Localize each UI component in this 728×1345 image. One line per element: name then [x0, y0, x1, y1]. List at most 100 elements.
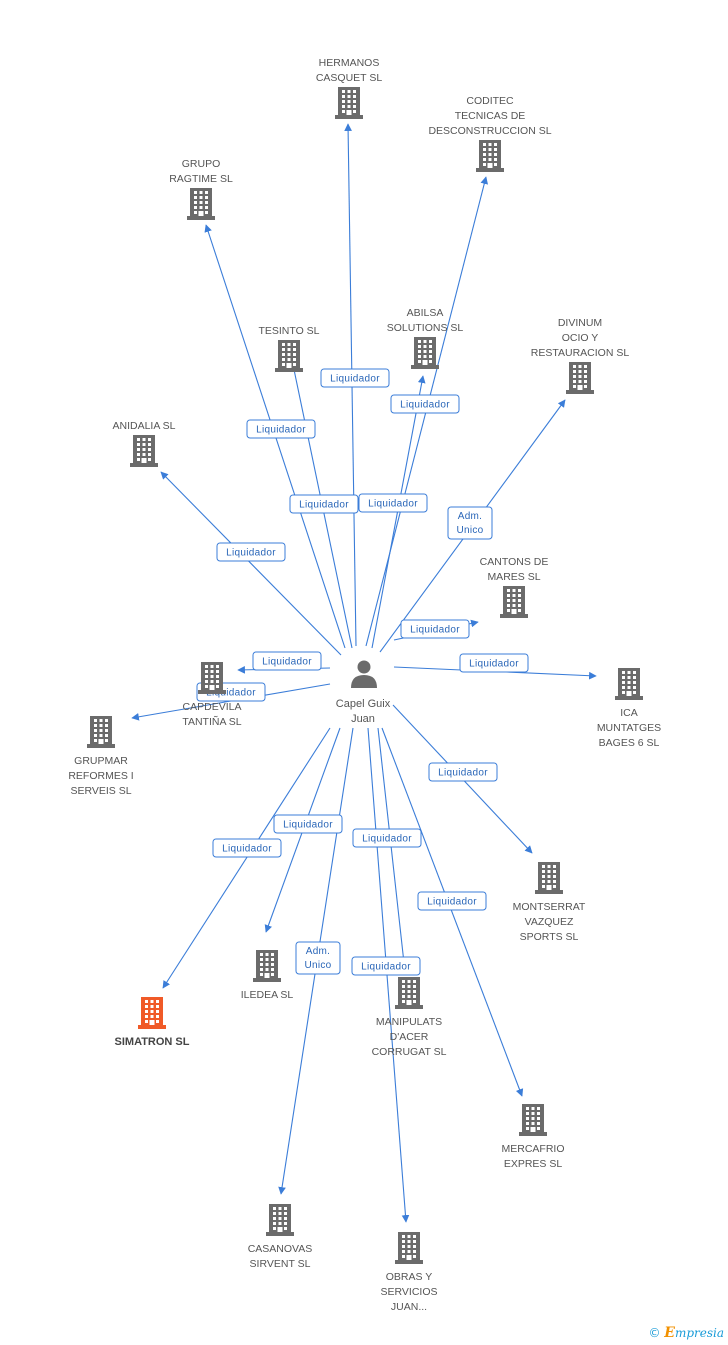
company-name-line: CAPDEVILA — [183, 701, 242, 713]
building-icon — [519, 1104, 547, 1136]
company-name-line: TESINTO SL — [258, 325, 319, 337]
role-tag-box — [390, 394, 460, 414]
role-tag-label: Liquidador — [299, 500, 349, 511]
role-tag-box — [352, 828, 422, 848]
role-tag[interactable]: Liquidador — [320, 368, 390, 388]
company-node-simatron[interactable]: SIMATRON SL — [115, 997, 190, 1048]
role-tag-box — [447, 506, 493, 540]
company-node-tesinto[interactable]: TESINTO SL — [258, 325, 320, 372]
role-tag[interactable]: Adm. Unico — [295, 941, 341, 975]
role-tag-label: Liquidador — [330, 374, 380, 385]
role-tag[interactable]: Liquidador — [352, 828, 422, 848]
role-tag[interactable]: Liquidador — [400, 619, 470, 639]
company-name-line: RESTAURACION SL — [531, 347, 630, 359]
role-tag-box — [273, 814, 343, 834]
role-tag[interactable]: Liquidador — [390, 394, 460, 414]
building-icon — [535, 862, 563, 894]
role-tag-label: Liquidador — [283, 820, 333, 831]
role-tag[interactable]: Liquidador — [358, 493, 428, 513]
role-tag-box — [428, 762, 498, 782]
person-node[interactable]: Capel Guix Juan — [336, 660, 391, 726]
company-name-line: SERVEIS SL — [70, 785, 131, 797]
role-tag[interactable]: Liquidador — [273, 814, 343, 834]
company-name-line: CANTONS DE — [480, 556, 549, 568]
empresia-brand[interactable]: © Empresia — [648, 1325, 724, 1341]
company-name-line: GRUPO — [182, 158, 221, 170]
edge-to-anidalia — [160, 471, 342, 656]
building-icon — [198, 662, 226, 694]
role-tag-label: Liquidador — [410, 625, 460, 636]
role-tag-label: Liquidador — [362, 834, 412, 845]
brand-logo-text: mpresia — [674, 1326, 724, 1340]
role-tag-label: Liquidador — [400, 400, 450, 411]
role-tag-label: Unico — [456, 525, 483, 536]
role-tag-label: Liquidador — [427, 897, 477, 908]
company-name-line: RAGTIME SL — [169, 173, 233, 185]
role-tag[interactable]: Liquidador — [459, 653, 529, 673]
company-name-line: CORRUGAT SL — [372, 1046, 447, 1058]
building-icon — [266, 1204, 294, 1236]
company-name-line: REFORMES I — [68, 770, 133, 782]
role-tag[interactable]: Liquidador — [212, 838, 282, 858]
company-name-line: TECNICAS DE — [455, 110, 526, 122]
building-icon — [253, 950, 281, 982]
role-tag-label: Unico — [304, 960, 331, 971]
role-tag-label: Adm. — [306, 946, 331, 957]
company-name-line: DIVINUM — [558, 317, 602, 329]
building-icon — [87, 716, 115, 748]
company-name-line: SPORTS SL — [520, 931, 579, 943]
company-node-anidalia[interactable]: ANIDALIA SL — [112, 420, 176, 467]
building-icon — [566, 362, 594, 394]
company-node-grupo-ragtime[interactable]: GRUPO RAGTIME SL — [169, 158, 233, 220]
company-name-line: OBRAS Y — [386, 1271, 433, 1283]
company-node-iledea[interactable]: ILEDEA SL — [241, 950, 294, 1001]
building-icon — [395, 977, 423, 1009]
building-icon — [335, 87, 363, 119]
company-name-line: EXPRES SL — [504, 1158, 563, 1170]
company-name-line: MARES SL — [487, 571, 540, 583]
company-name-line: MUNTATGES — [597, 722, 661, 734]
role-tag-label: Liquidador — [226, 548, 276, 559]
company-node-casanovas[interactable]: CASANOVAS SIRVENT SL — [248, 1204, 313, 1270]
role-tag[interactable]: Liquidador — [246, 419, 316, 439]
company-name-line: CASANOVAS — [248, 1243, 313, 1255]
role-tag-box — [295, 941, 341, 975]
role-tag-box — [252, 651, 322, 671]
company-node-obras[interactable]: OBRAS YSERVICIOSJUAN... — [381, 1232, 438, 1313]
edge-to-manipulats — [377, 727, 409, 973]
building-icon — [395, 1232, 423, 1264]
role-tag[interactable]: Liquidador — [216, 542, 286, 562]
company-node-cantons-de-mares[interactable]: CANTONS DE MARES SL — [480, 556, 549, 618]
role-tag[interactable]: Liquidador — [351, 956, 421, 976]
role-tag[interactable]: Liquidador — [417, 891, 487, 911]
company-name-line: SIRVENT SL — [250, 1258, 311, 1270]
company-name-line: SERVICIOS — [381, 1286, 438, 1298]
company-name-line: BAGES 6 SL — [599, 737, 660, 749]
role-tag-box — [216, 542, 286, 562]
role-tag[interactable]: Adm. Unico — [447, 506, 493, 540]
company-name-line: MANIPULATS — [376, 1016, 442, 1028]
company-name-line: DESCONSTRUCCION SL — [428, 125, 551, 137]
copyright-symbol: © — [648, 1326, 661, 1340]
role-tag[interactable]: Liquidador — [289, 494, 359, 514]
role-tag-label: Liquidador — [361, 962, 411, 973]
building-icon — [275, 340, 303, 372]
role-tag-box — [320, 368, 390, 388]
role-tag-box — [246, 419, 316, 439]
role-tag[interactable]: Liquidador — [428, 762, 498, 782]
role-tag-label: Liquidador — [206, 688, 256, 699]
role-tag[interactable]: Liquidador — [252, 651, 322, 671]
company-name-line: CASQUET SL — [316, 72, 382, 84]
role-tag-label: Adm. — [458, 511, 483, 522]
